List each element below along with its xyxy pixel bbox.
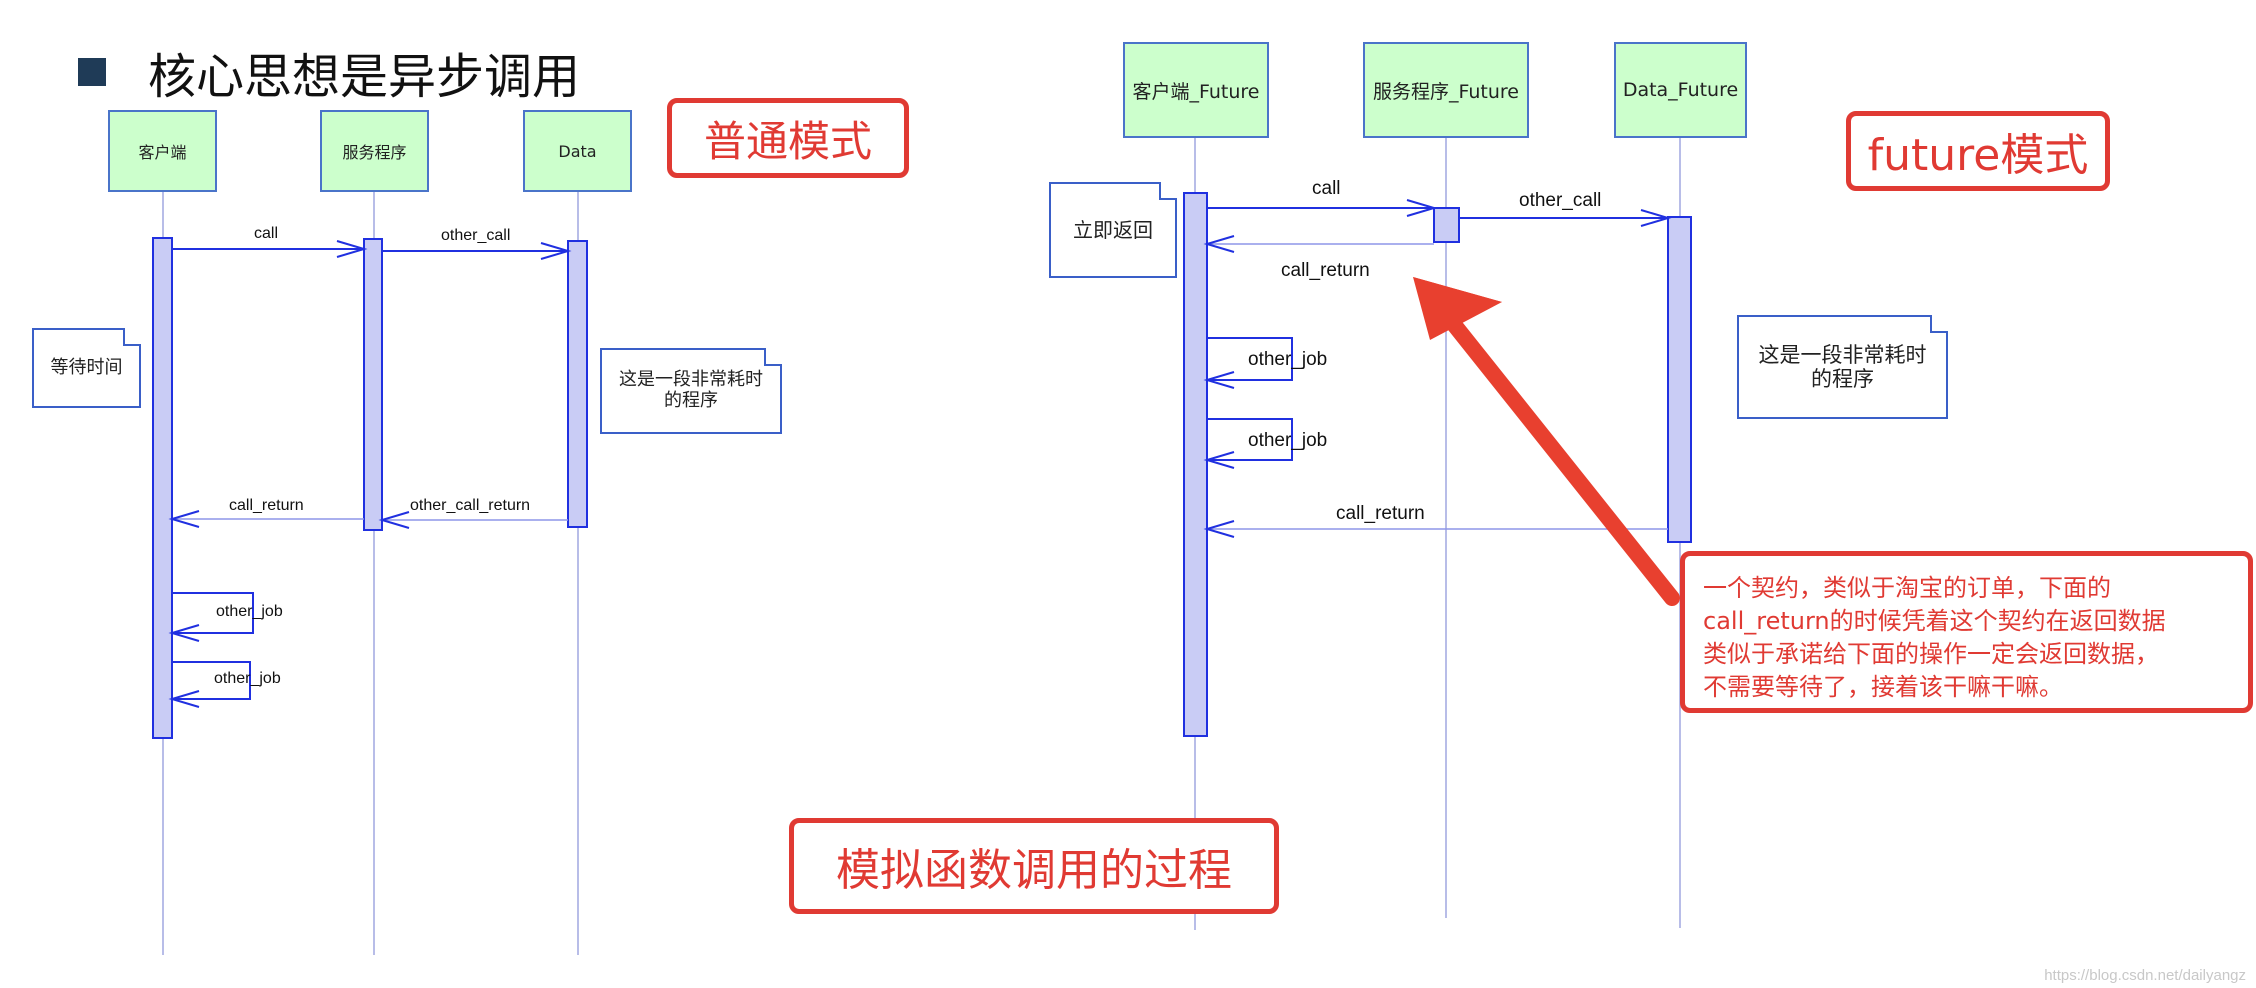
label-call-return-future-1: call_return: [1281, 260, 1370, 281]
normal-mode-heading: 普通模式: [667, 98, 909, 178]
note-fold-icon: [1159, 182, 1177, 200]
activation-data: [567, 240, 588, 528]
activation-service: [363, 238, 383, 531]
arrow-other-call-future: [1640, 209, 1672, 227]
note-fold-icon: [1930, 315, 1948, 333]
label-other-call: other_call: [441, 227, 511, 244]
note-long-running-future-line-2: 的程序: [1811, 367, 1874, 391]
watermark: https://blog.csdn.net/dailyangz: [2044, 967, 2246, 984]
explanation-line-4: 不需要等待了，接着该干嘛干嘛。: [1703, 673, 2063, 702]
label-other-call-return: other_call_return: [410, 497, 531, 514]
note-return-immediately: 立即返回: [1049, 182, 1177, 278]
note-return-immediately-text: 立即返回: [1073, 217, 1153, 242]
arrow-other-job-1: [172, 592, 254, 634]
activation-service-future: [1433, 207, 1460, 243]
note-long-running-future-line-1: 这是一段非常耗时: [1758, 342, 1927, 367]
square-bullet-icon: [78, 58, 106, 86]
note-long-running-line-1: 这是一段非常耗时: [619, 369, 763, 391]
activation-data-future: [1667, 216, 1692, 543]
explanation-line-3: 类似于承诺给下面的操作一定会返回数据，: [1703, 640, 2159, 669]
future-mode-heading-text: future模式: [1867, 130, 2089, 181]
actor-data: Data: [523, 110, 632, 192]
note-long-running: 这是一段非常耗时 的程序: [600, 348, 782, 434]
label-call-return-future-2: call_return: [1336, 503, 1425, 524]
future-mode-heading: future模式: [1846, 111, 2110, 191]
arrow-call-future: [1406, 199, 1438, 217]
bottom-caption-text: 模拟函数调用的过程: [836, 845, 1232, 896]
label-other-job-1: other_job: [216, 603, 283, 620]
label-other-job-2: other_job: [214, 670, 281, 687]
note-long-running-line-2: 的程序: [664, 390, 718, 411]
label-other-job-future-2: other_job: [1248, 430, 1328, 451]
explanation-line-2: call_return的时候凭着这个契约在返回数据: [1703, 607, 2166, 636]
label-call-future: call: [1312, 178, 1341, 199]
arrow-other-job-future-2: [1207, 418, 1293, 461]
label-call-return: call_return: [229, 497, 304, 514]
label-other-call-future: other_call: [1519, 190, 1602, 211]
arrow-other-call-return: [378, 511, 410, 529]
arrow-other-job-future-1: [1207, 337, 1293, 381]
future-explanation-box: 一个契约，类似于淘宝的订单，下面的 call_return的时候凭着这个契约在返…: [1680, 551, 2253, 713]
normal-mode-heading-text: 普通模式: [703, 116, 872, 166]
arrow-call: [336, 240, 368, 258]
activation-client-future: [1183, 192, 1208, 737]
note-long-running-future: 这是一段非常耗时 的程序: [1737, 315, 1948, 419]
note-wait-time: 等待时间: [32, 328, 141, 408]
explanation-line-1: 一个契约，类似于淘宝的订单，下面的: [1703, 574, 2111, 602]
arrow-call-return-future-1: [1203, 235, 1235, 253]
actor-service: 服务程序: [320, 110, 429, 192]
label-call: call: [254, 225, 279, 242]
arrow-call-return-future-2: [1203, 520, 1235, 538]
actor-client: 客户端: [108, 110, 217, 192]
arrow-other-job-2: [172, 661, 251, 700]
note-wait-time-text: 等待时间: [50, 356, 123, 378]
activation-client: [152, 237, 173, 739]
note-fold-icon: [123, 328, 141, 346]
arrow-call-return: [168, 510, 200, 528]
label-other-job-future-1: other_job: [1248, 349, 1328, 370]
bottom-caption: 模拟函数调用的过程: [789, 818, 1279, 914]
actor-service-future: 服务程序_Future: [1363, 42, 1529, 138]
red-pointer-arrow: [1444, 314, 1680, 606]
actor-client-future: 客户端_Future: [1123, 42, 1269, 138]
slide-title-row: 核心思想是异步调用: [78, 40, 581, 105]
note-fold-icon: [764, 348, 782, 366]
slide-title: 核心思想是异步调用: [148, 49, 581, 105]
actor-data-future: Data_Future: [1614, 42, 1747, 138]
arrow-other-call: [540, 242, 572, 260]
